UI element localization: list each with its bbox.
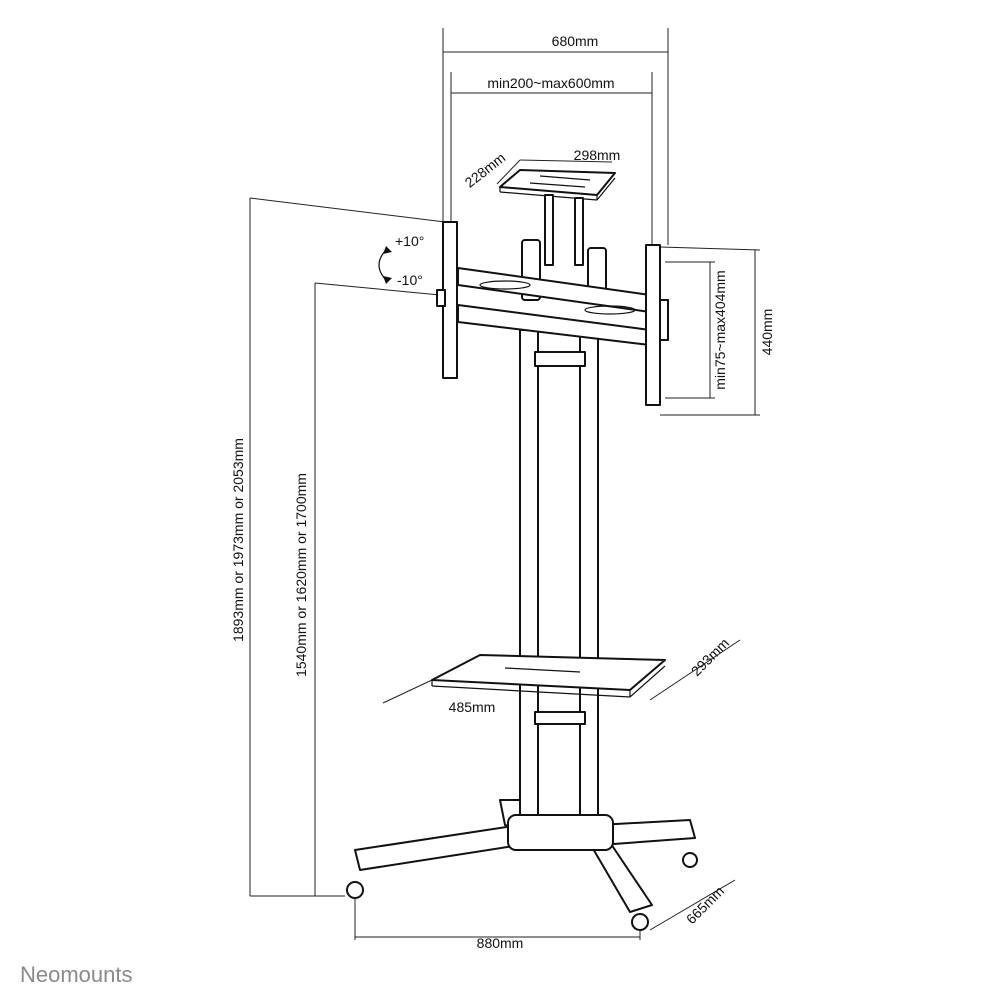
label-vesa-height: min75~max404mm [712,270,728,389]
label-mount-height: 1540mm or 1620mm or 1700mm [293,473,309,677]
base [346,799,698,931]
label-top-shelf-width: 298mm [574,147,621,163]
label-bottom-shelf-width: 485mm [449,699,496,715]
label-base-depth: 665mm [683,883,727,927]
bottom-shelf [431,654,666,725]
label-base-width: 880mm [477,935,524,951]
label-vesa-width: min200~max600mm [487,75,614,91]
label-tilt-up: +10° [395,233,424,249]
label-overall-width: 680mm [552,33,599,49]
label-tilt-down: -10° [397,272,423,288]
dimension-labels: 680mm min200~max600mm 228mm 298mm +10° -… [230,33,775,951]
label-top-shelf-depth: 228mm [462,149,509,190]
brand-logo: Neomounts [20,962,133,987]
wall-bracket [378,221,669,406]
top-shelf [499,169,616,201]
label-total-height: 1893mm or 1973mm or 2053mm [230,438,246,642]
label-bottom-shelf-depth: 293mm [688,635,732,679]
label-bracket-height: 440mm [759,309,775,356]
dimension-lines [249,28,761,940]
